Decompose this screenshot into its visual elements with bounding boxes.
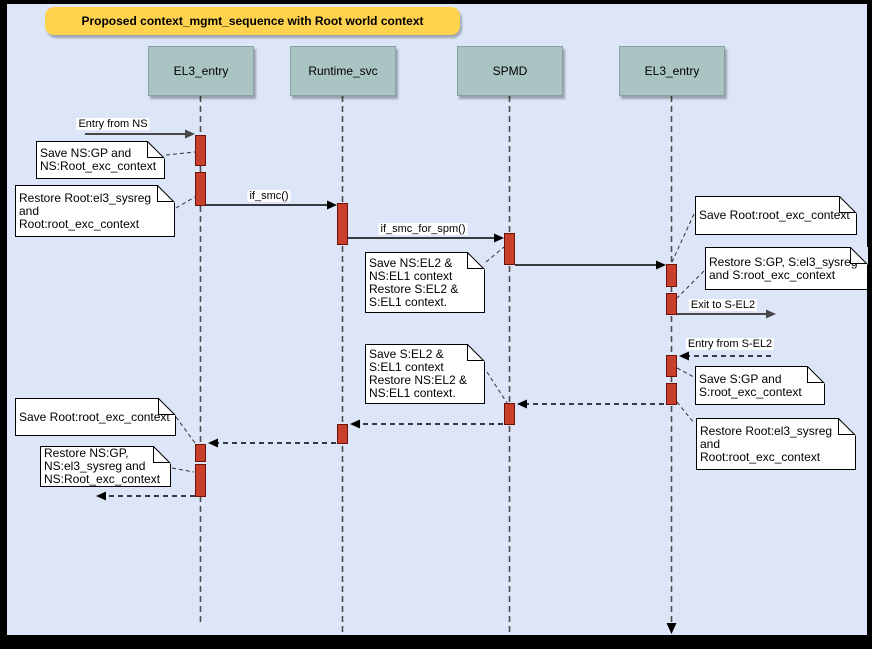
note-text-line: Restore Root:el3_sysreg [19, 190, 152, 205]
note-text-line: S:EL1 context. [369, 294, 448, 309]
note-fold-corner-icon [157, 185, 175, 203]
note-text-line: Restore S:GP, S:el3_sysreg [709, 254, 858, 269]
actor-box-el3-entry-right: EL3_entry [619, 46, 725, 96]
message-label-entry-from-s-el2: Entry from S-EL2 [685, 338, 775, 350]
note-text-line: NS:EL1 context [369, 268, 453, 283]
note-fold-corner-icon [467, 252, 485, 270]
note-text-line: Save S:EL2 & [369, 347, 444, 361]
note-text-line: Restore NS:GP, [44, 446, 129, 460]
diagram-canvas [7, 4, 867, 635]
actor-box-spmd: SPMD [457, 46, 563, 96]
diagram-title: Proposed context_mgmt_sequence with Root… [45, 7, 460, 35]
note-save-root-exc-left: Save Root:root_exc_context [15, 398, 176, 436]
note-fold-corner-icon [158, 398, 176, 416]
note-text-line: Restore NS:EL2 & [369, 373, 468, 387]
note-text-line: Save NS:GP and [40, 146, 132, 160]
activation-bar [666, 355, 677, 377]
note-text-line: and [19, 203, 40, 218]
message-label-if-smc-for-spm: if_smc_for_spm() [378, 223, 468, 235]
note-fold-corner-icon [153, 446, 171, 464]
activation-bar [337, 424, 348, 444]
activation-bar [195, 135, 206, 166]
note-save-root-exc-top-right: Save Root:root_exc_context [695, 196, 857, 235]
note-text-line: Restore Root:el3_sysreg [700, 423, 833, 438]
note-text-line: and S:root_exc_context [709, 267, 836, 282]
message-label-exit-to-s-el2: Exit to S-EL2 [688, 299, 758, 311]
note-text-line: S:root_exc_context [699, 384, 802, 399]
note-text-line: Save Root:root_exc_context [699, 208, 850, 222]
activation-bar [666, 264, 677, 287]
note-text-line: Save Root:root_exc_context [19, 409, 170, 424]
note-fold-corner-icon [807, 366, 825, 384]
actor-box-el3-entry-left: EL3_entry [148, 46, 254, 96]
note-text-line: NS:Root_exc_context [40, 159, 157, 173]
note-text-line: Save S:GP and [699, 371, 782, 386]
note-text-line: NS:Root_exc_context [44, 472, 161, 486]
note-text-line: Save NS:EL2 & [369, 255, 453, 270]
activation-bar [195, 464, 206, 497]
message-label-if-smc: if_smc() [247, 190, 291, 202]
note-fold-corner-icon [467, 344, 485, 362]
activation-bar [195, 444, 206, 462]
message-label-entry-from-ns: Entry from NS [76, 118, 150, 130]
note-fold-corner-icon [850, 247, 868, 265]
note-text-line: and [700, 436, 721, 451]
activation-bar [195, 172, 206, 206]
note-fold-corner-icon [839, 196, 857, 214]
note-fold-corner-icon [147, 141, 165, 159]
activation-bar [504, 233, 515, 265]
activation-bar [337, 203, 348, 245]
activation-bar [666, 383, 677, 405]
activation-bar [504, 403, 515, 425]
note-text-line: S:EL1 context [369, 360, 444, 374]
note-fold-corner-icon [838, 418, 856, 436]
note-text-line: Restore S:EL2 & [369, 281, 459, 296]
note-text-line: NS:el3_sysreg and [44, 459, 146, 473]
activation-bar [666, 293, 677, 315]
note-text-line: NS:EL1 context. [369, 386, 456, 400]
note-text-line: Root:root_exc_context [700, 449, 821, 464]
note-text-line: Root:root_exc_context [19, 216, 140, 231]
actor-box-runtime-svc: Runtime_svc [290, 46, 396, 96]
